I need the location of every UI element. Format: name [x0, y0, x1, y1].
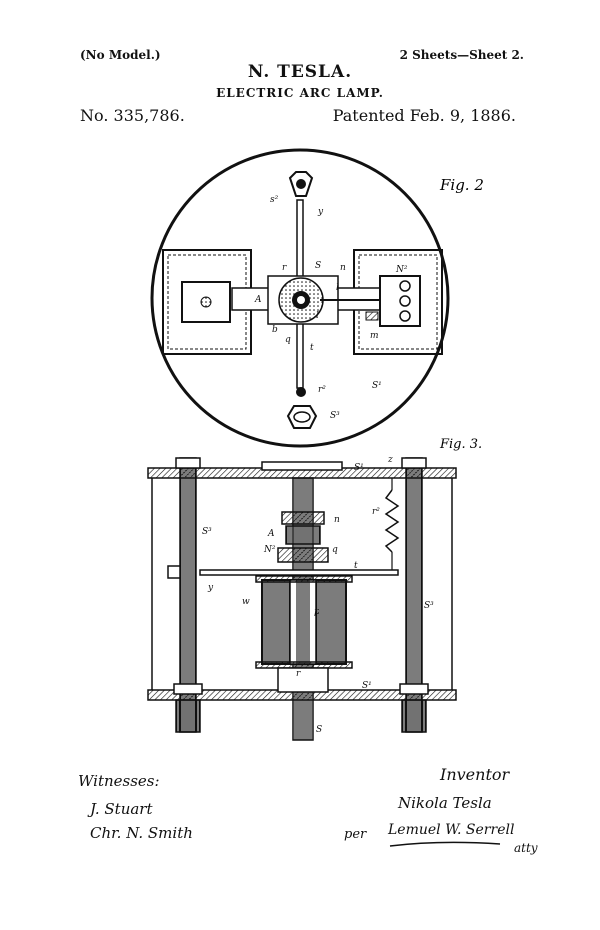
fig2-letter-S1: S¹ [372, 381, 382, 391]
fig2-bottom-nut [286, 405, 318, 429]
fig2-letter-A: A [254, 295, 262, 305]
fig3-letter-q: q [332, 545, 338, 555]
fig3-letter-S3a: S³ [202, 527, 212, 537]
signature-block: Witnesses: J. Stuart Chr. N. Smith Inven… [78, 765, 538, 855]
fig3-label: Fig. 3. [439, 437, 482, 452]
fig3-letter-n: n [334, 515, 340, 525]
attorney-signature: Lemuel W. Serrell [387, 822, 514, 838]
fig3-letter-z: z [387, 455, 393, 465]
fig2-outer-circle [150, 148, 450, 448]
patent-date: Patented Feb. 9, 1886. [332, 106, 516, 125]
fig2-letter-l: l [336, 283, 339, 293]
inventor-label: Inventor [439, 765, 511, 784]
atty-label: atty [514, 841, 538, 855]
fig2-bottom-pin [296, 387, 306, 397]
fig3-letter-N2: N² [263, 545, 276, 555]
fig2-letter-S: S [315, 261, 321, 271]
patent-number: No. 335,786. [80, 106, 185, 125]
per-label: per [344, 827, 367, 842]
witnesses-label: Witnesses: [78, 772, 160, 790]
witness-2-signature: Chr. N. Smith [90, 824, 193, 842]
fig2-letter-S3: S³ [330, 411, 340, 421]
figure-2: Fig. 2 s² y r S n N² A l l b q t m r² S¹… [150, 148, 484, 448]
attorney-underline [389, 841, 501, 847]
fig2-letter-q: q [285, 335, 291, 345]
fig2-label: Fig. 2 [439, 176, 484, 194]
sheet-count: 2 Sheets—Sheet 2. [399, 48, 524, 62]
figure-3: Fig. 3. [147, 437, 482, 741]
fig3-lever [199, 569, 399, 576]
fig3-letter-S1a: S¹ [354, 463, 364, 473]
inventor-name: N. TESLA. [247, 62, 353, 82]
fig3-letter-r: r [296, 669, 301, 679]
fig3-letter-r2: r² [372, 507, 380, 517]
fig2-letter-N2: N² [395, 265, 408, 275]
fig2-letter-l2: l [316, 311, 319, 321]
patent-title: ELECTRIC ARC LAMP. [216, 86, 384, 100]
fig2-letter-r: r [282, 263, 287, 273]
fig3-letter-S: S [316, 725, 322, 735]
fig2-letter-b: b [272, 325, 278, 335]
fig2-letter-r2: r² [318, 385, 326, 395]
fig2-letter-s2: s² [270, 195, 279, 205]
fig3-letter-S3b: S³ [424, 601, 434, 611]
fig2-letter-m: m [370, 331, 379, 341]
fig3-letter-p: p [314, 607, 320, 617]
fig3-spring [384, 489, 400, 553]
fig3-letter-S1b: S¹ [362, 681, 372, 691]
no-model-note: (No Model.) [80, 48, 161, 62]
fig3-letter-w: w [242, 597, 250, 607]
fig3-letter-A: A [267, 529, 275, 539]
inventor-signature: Nikola Tesla [397, 794, 492, 812]
fig3-letter-t: t [354, 561, 358, 571]
fig2-letter-y: y [317, 207, 324, 217]
witness-1-signature: J. Stuart [87, 800, 153, 818]
fig2-letter-t: t [310, 343, 314, 353]
fig2-letter-n: n [340, 263, 346, 273]
fig3-letter-y: y [207, 583, 214, 593]
